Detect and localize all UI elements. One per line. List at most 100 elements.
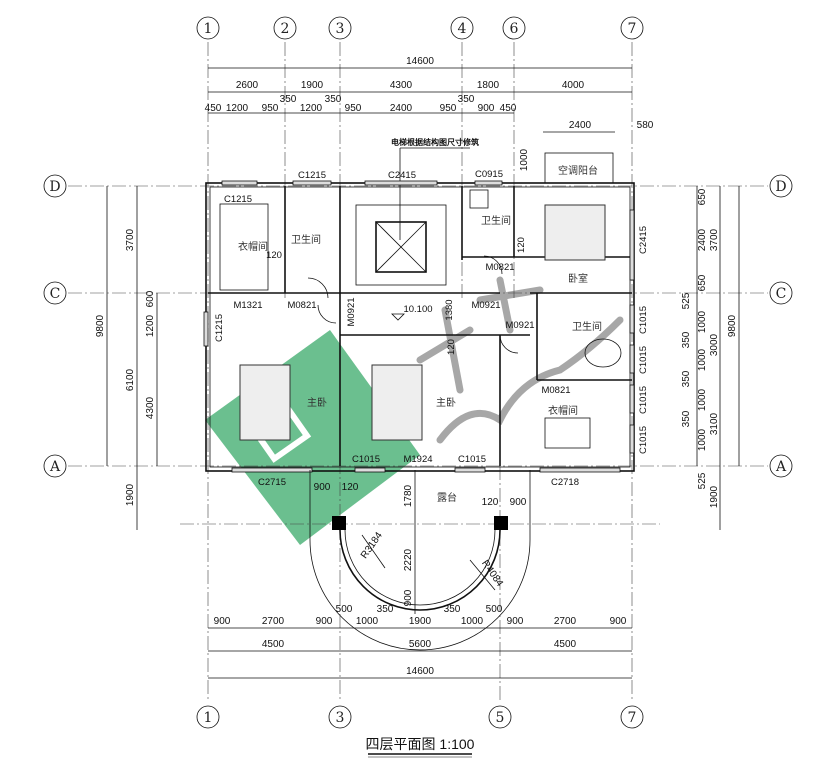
- dimension-label: C1015: [352, 454, 380, 465]
- dimension-label: D: [775, 179, 786, 195]
- dimension-label: 1000: [697, 310, 708, 333]
- dimension-label: 2220: [403, 548, 414, 571]
- dimension-label: 1200: [226, 103, 249, 114]
- room-label: 主卧: [307, 396, 327, 409]
- dimension-label: 650: [697, 188, 708, 205]
- dimension-label: 7: [628, 710, 637, 726]
- dimension-label: 1780: [403, 484, 414, 507]
- dimension-label: 900: [214, 616, 231, 627]
- dimension-label: 1200: [300, 103, 323, 114]
- axis-bubbles-top: 1 2 3 4 6 7: [196, 16, 644, 40]
- room-label: 卫生间: [291, 233, 321, 246]
- room-label: 衣帽间: [548, 404, 578, 417]
- dimension-label: 2600: [236, 80, 259, 91]
- dimension-label: C1215: [298, 170, 326, 181]
- dimensions-right: 650 2400 650 525 1000 350 1000 350 1000 …: [681, 186, 740, 530]
- dimension-label: 525: [681, 292, 692, 309]
- dimension-label: 350: [325, 94, 342, 105]
- dimension-label: 650: [697, 274, 708, 291]
- dimension-label: 1000: [697, 388, 708, 411]
- dimension-label: 3: [336, 21, 345, 37]
- dimension-label: 900: [403, 589, 414, 606]
- dimension-label: 350: [681, 410, 692, 427]
- dimension-label: 950: [440, 103, 457, 114]
- furniture: [239, 189, 622, 441]
- dimension-label: 5: [496, 710, 505, 726]
- dimension-label: C1015: [638, 346, 649, 374]
- dimension-label: M0821: [541, 385, 570, 396]
- dimension-label: 1: [204, 710, 213, 726]
- windows: [203, 180, 635, 473]
- dimension-label: 1000: [356, 616, 379, 627]
- dimension-label: A: [49, 459, 61, 475]
- dimension-label: R3184: [359, 530, 385, 561]
- dimension-label: 14600: [406, 666, 434, 677]
- dimension-label: 4500: [554, 639, 577, 650]
- axis-bubbles-bottom: 1 3 5 7: [196, 705, 644, 729]
- dimension-label: A: [775, 459, 787, 475]
- room-label: 卫生间: [572, 320, 602, 333]
- dimension-label: C1015: [638, 386, 649, 414]
- dimension-label: 900: [314, 482, 331, 493]
- dimension-label: 2700: [554, 616, 577, 627]
- dimension-label: C0915: [475, 169, 503, 180]
- dimension-label: M0821: [485, 262, 514, 273]
- dimension-label: 3000: [709, 333, 720, 356]
- dimension-label: 1000: [697, 428, 708, 451]
- dimension-label: R4084: [479, 558, 505, 589]
- room-label: 卫生间: [481, 214, 511, 227]
- dimension-label: 120: [482, 497, 499, 508]
- dimension-label: 9800: [95, 314, 106, 337]
- dimension-label: 1900: [301, 80, 324, 91]
- dimension-label: D: [49, 179, 60, 195]
- dimension-label: 1000: [697, 348, 708, 371]
- dimension-label: 525: [697, 472, 708, 489]
- dimension-label: M0921: [471, 300, 500, 311]
- dimension-label: 4500: [262, 639, 285, 650]
- dimension-label: 120: [446, 339, 457, 355]
- dimension-label: 2400: [697, 228, 708, 251]
- dimension-label: 900: [507, 616, 524, 627]
- dimension-label: 350: [681, 370, 692, 387]
- dimension-label: C1215: [214, 314, 225, 342]
- dimension-label: 1380: [444, 299, 455, 320]
- dimension-label: 1000: [519, 148, 530, 171]
- dimension-label: 4300: [390, 80, 413, 91]
- dimension-label: 900: [316, 616, 333, 627]
- dimension-label: C2415: [638, 226, 649, 254]
- dimension-label: C1015: [458, 454, 486, 465]
- dimension-label: 900: [610, 616, 627, 627]
- elevator-note: 电梯根据结构图尺寸修筑: [391, 137, 479, 147]
- dimension-label: 950: [262, 103, 279, 114]
- terrace: [309, 470, 531, 651]
- dimension-label: 120: [342, 482, 359, 493]
- dimension-label: 350: [280, 94, 297, 105]
- dimension-label: 500: [486, 604, 503, 615]
- dimension-label: 500: [336, 604, 353, 615]
- dimensions-left: 9800 3700 6100 1900 600 1200 4300: [95, 186, 158, 530]
- dimension-label: 1200: [145, 314, 156, 337]
- dimension-label: 900: [510, 497, 527, 508]
- dimension-label: C1015: [638, 306, 649, 334]
- dimension-label: 350: [458, 94, 475, 105]
- dimension-label: 4: [458, 21, 467, 37]
- dimension-label: 4300: [145, 396, 156, 419]
- room-label: 露台: [437, 491, 457, 504]
- dimension-label: C: [776, 286, 787, 302]
- dimension-label: M0921: [505, 320, 534, 331]
- drawing-title: 四层平面图 1:100: [366, 736, 475, 752]
- dimension-label: 350: [377, 604, 394, 615]
- dimension-label: 1900: [125, 483, 136, 506]
- dimension-label: 580: [637, 120, 654, 131]
- dimension-label: 3700: [709, 228, 720, 251]
- dimension-label: 6100: [125, 368, 136, 391]
- dimension-label: 900: [478, 103, 495, 114]
- dimension-label: 2700: [262, 616, 285, 627]
- dimension-label: 7: [628, 21, 637, 37]
- dimension-label: 450: [205, 103, 222, 114]
- dimension-label: 950: [345, 103, 362, 114]
- dimension-label: 450: [500, 103, 517, 114]
- dimension-label: 3: [336, 710, 345, 726]
